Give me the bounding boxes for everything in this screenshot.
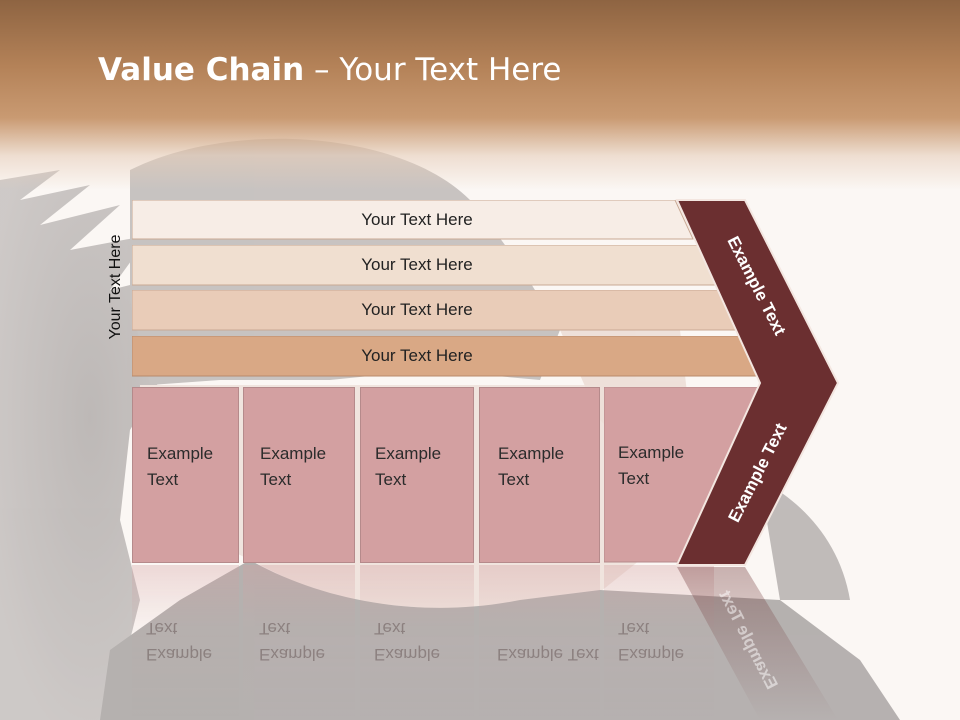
support-bar-4: Your Text Here xyxy=(132,336,764,377)
side-label: Your Text Here xyxy=(107,234,124,340)
column-reflection: Example Text xyxy=(360,565,474,720)
column-text-line1: Example xyxy=(618,443,685,462)
support-bar-3: Your Text Here xyxy=(132,290,740,331)
support-bar-label: Your Text Here xyxy=(361,300,473,319)
column-text-line2: Text xyxy=(498,470,530,489)
activity-column-5: Example Text xyxy=(604,387,714,563)
column-reflection: Example Text xyxy=(243,565,355,720)
column-text-line1: Example xyxy=(498,444,565,463)
support-bar-2: Your Text Here xyxy=(132,245,718,286)
support-bar-label: Your Text Here xyxy=(361,346,473,365)
margin-chevron xyxy=(675,199,840,720)
column-text-line2: Text xyxy=(375,470,407,489)
column-text-line2: Text xyxy=(147,470,179,489)
column-reflection: Example Text xyxy=(479,565,600,720)
column-text-line1: Example xyxy=(375,444,442,463)
support-bar-1: Your Text Here xyxy=(132,200,694,240)
column-text-line1: Example xyxy=(147,444,214,463)
support-bar-label: Your Text Here xyxy=(361,255,473,274)
activity-column-3: Example Text xyxy=(360,387,474,563)
column-text-line1: Example xyxy=(260,444,327,463)
activity-column-4: Example Text xyxy=(479,387,600,563)
activity-column-1: Example Text xyxy=(132,387,239,563)
title-rest: – Your Text Here xyxy=(304,52,562,88)
column-text-line2: Text xyxy=(260,470,292,489)
title-bold: Value Chain xyxy=(98,52,305,88)
column-text-line2: Text xyxy=(618,469,650,488)
header-band xyxy=(0,0,960,190)
support-bar-label: Your Text Here xyxy=(361,210,473,229)
column-reflection: Example Text xyxy=(132,565,239,720)
page-title: Value Chain – Your Text Here xyxy=(98,52,561,88)
activity-column-2: Example Text xyxy=(243,387,355,563)
bar-shape xyxy=(132,200,694,240)
